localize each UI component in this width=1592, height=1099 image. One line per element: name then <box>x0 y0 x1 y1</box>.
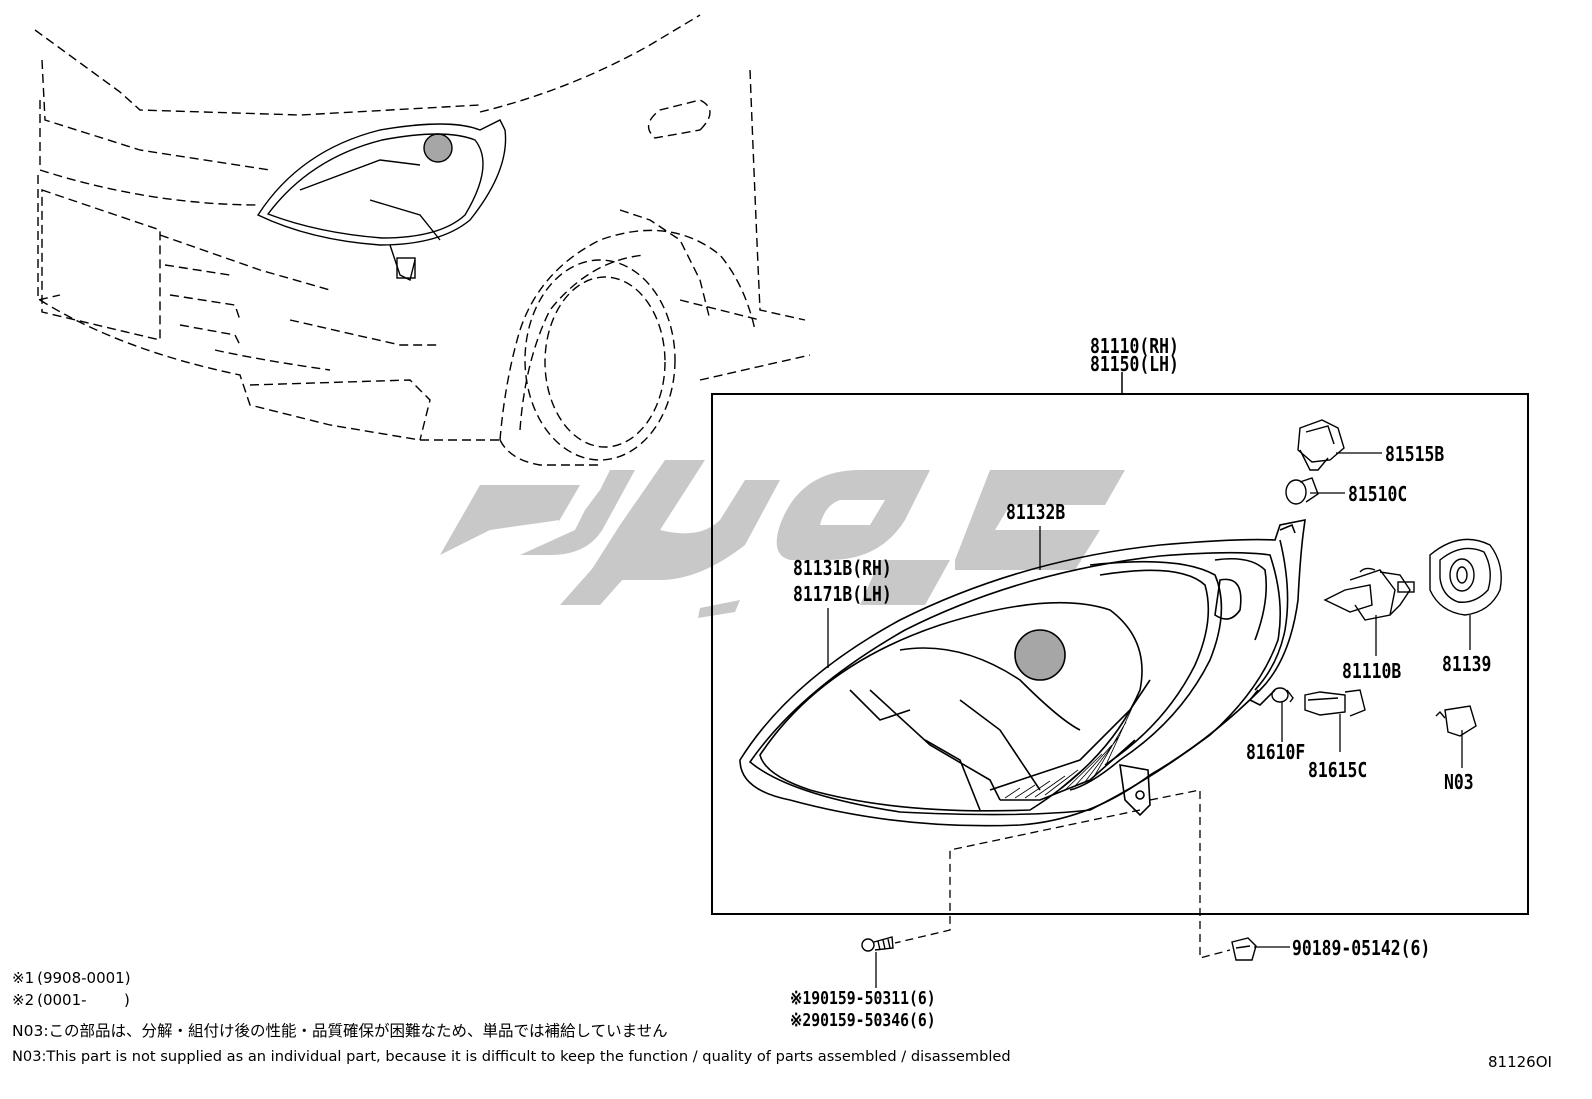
assembly-label-rh: 81110(RH) <box>1090 334 1179 358</box>
car-front-outline <box>34 14 811 466</box>
reference-note-2: ※2 (0001- ) <box>12 991 130 1009</box>
label-90159-b: ※290159-50346(6) <box>790 1010 936 1031</box>
label-81110B: 81110B <box>1342 659 1402 683</box>
label-90159-a: ※190159-50311(6) <box>790 988 936 1009</box>
bulb-81615C <box>1304 689 1366 717</box>
label-81515B: 81515B <box>1385 442 1445 466</box>
assembly-label-lh: 81150(LH) <box>1090 352 1179 376</box>
cover-81139 <box>1429 538 1502 616</box>
headlamp-on-car <box>256 119 507 282</box>
label-81139: 81139 <box>1442 652 1492 676</box>
assembly-frame <box>711 372 1529 915</box>
label-81610F: 81610F <box>1246 740 1306 764</box>
watermark-logo <box>440 460 1125 618</box>
bulb-81110B <box>1323 567 1415 621</box>
label-81171B-lh: 81171B(LH) <box>793 582 892 606</box>
figure-id: 81126OI <box>1488 1053 1552 1071</box>
clip-90189 <box>1231 937 1257 961</box>
n03-note-japanese: N03:この部品は、分解・組付け後の性能・品質確保が困難なため、単品では補給して… <box>12 1022 668 1040</box>
n03-note-english: N03:This part is not supplied as an indi… <box>12 1048 1011 1065</box>
bulb-81510C <box>1285 477 1319 505</box>
dashed-connectors <box>894 789 1231 959</box>
bulb-81610F <box>1271 687 1294 703</box>
reference-note-1: ※1 (9908-0001) <box>12 969 131 987</box>
label-81132B: 81132B <box>1006 500 1066 524</box>
label-90189: 90189-05142(6) <box>1292 936 1431 960</box>
leader-lines <box>827 452 1471 988</box>
socket-81515B <box>1297 419 1345 471</box>
label-81510C: 81510C <box>1348 482 1408 506</box>
label-81131B-rh: 81131B(RH) <box>793 556 892 580</box>
label-N03: N03 <box>1444 770 1474 794</box>
main-headlamp <box>739 518 1306 827</box>
label-81615C: 81615C <box>1308 758 1368 782</box>
part-N03 <box>1435 705 1477 737</box>
screw-90159 <box>861 936 894 952</box>
